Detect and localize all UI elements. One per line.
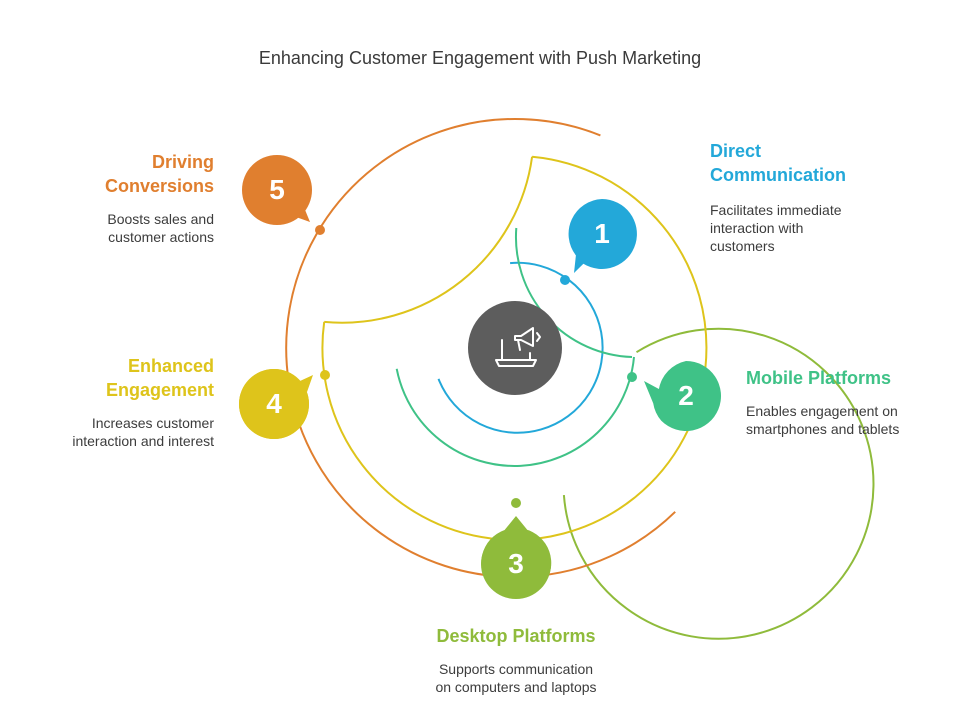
item-4-desc-line2: interaction and interest xyxy=(72,433,214,449)
dot-yellow xyxy=(320,370,330,380)
item-1-title: Direct Communication xyxy=(710,139,846,187)
badge-3-circle xyxy=(481,529,551,599)
arc-yellow xyxy=(324,156,534,324)
dot-green xyxy=(511,498,521,508)
badge-3-number: 3 xyxy=(508,548,524,579)
item-5-desc-line1: Boosts sales and xyxy=(107,211,214,227)
badge-1-shape xyxy=(568,199,637,273)
arc-yellow-main xyxy=(321,155,708,541)
badge-4-circle xyxy=(239,369,309,439)
item-3-desc-line1: Supports communication xyxy=(438,661,594,677)
dot-orange xyxy=(315,225,325,235)
dot-teal xyxy=(627,372,637,382)
item-4-title-line1: Enhanced xyxy=(127,356,214,376)
item-2-desc-line1: Enables engagement on xyxy=(746,403,898,419)
item-4-title-line2: Engagement xyxy=(105,380,214,400)
center-circle xyxy=(468,301,562,395)
megaphone-laptop-icon xyxy=(495,327,541,367)
item-1-title-line1: Direct xyxy=(710,141,762,161)
item-5-title-line2: Conversions xyxy=(104,176,214,196)
item-5-title-line1: Driving xyxy=(151,152,214,172)
arc-green xyxy=(562,327,875,640)
arc-teal-2 xyxy=(395,356,635,467)
item-5-description: Boosts sales and customer actions xyxy=(20,210,214,246)
dot-blue xyxy=(560,275,570,285)
item-3-title: Desktop Platforms xyxy=(436,626,596,646)
item-1-desc-line1: Facilitates immediate xyxy=(710,202,842,218)
item-2-description: Enables engagement on smartphones and ta… xyxy=(746,402,899,438)
item-4-desc-line1: Increases customer xyxy=(91,415,214,431)
item-2-desc-line2: smartphones and tablets xyxy=(746,421,900,437)
badge-1-number: 1 xyxy=(594,218,610,249)
item-4-description: Increases customer interaction and inter… xyxy=(20,414,214,450)
badge-5-tail xyxy=(292,200,310,222)
badge-2-shape xyxy=(644,361,721,431)
item-5-title: Driving Conversions xyxy=(20,150,214,198)
item-1-title-line2: Communication xyxy=(710,165,847,185)
item-1-desc-line2: interaction with xyxy=(710,220,804,236)
item-3-desc-line2: on computers and laptops xyxy=(435,679,597,695)
item-1-description: Facilitates immediate interaction with c… xyxy=(710,201,842,255)
badge-5-number: 5 xyxy=(269,174,285,205)
item-4-title: Enhanced Engagement xyxy=(20,354,214,402)
item-2-title: Mobile Platforms xyxy=(746,368,892,388)
item-3-description: Supports communication on computers and … xyxy=(396,660,636,696)
diagram-title: Enhancing Customer Engagement with Push … xyxy=(258,48,702,68)
badge-2-number: 2 xyxy=(678,380,694,411)
badge-4-number: 4 xyxy=(266,388,282,419)
item-1-desc-line3: customers xyxy=(710,238,775,254)
badge-5-circle xyxy=(242,155,312,225)
item-5-desc-line2: customer actions xyxy=(108,229,214,245)
